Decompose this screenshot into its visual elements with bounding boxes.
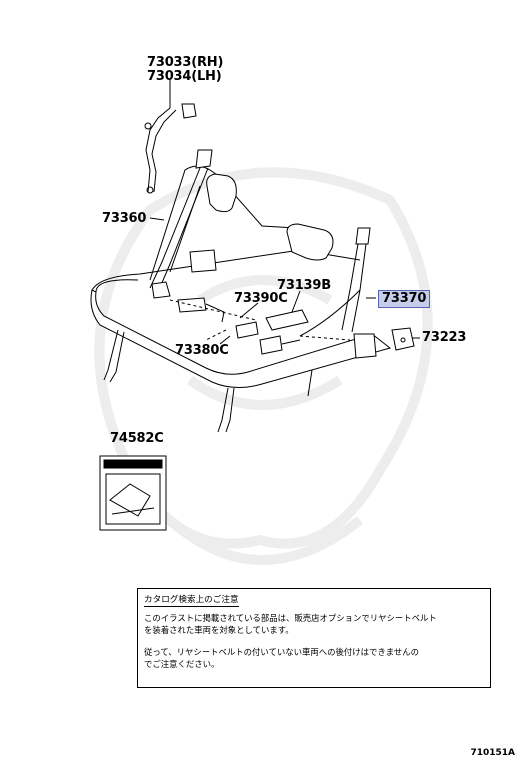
notice-line-2b: でご注意ください。: [144, 659, 220, 669]
part-label-73360[interactable]: 73360: [102, 211, 147, 226]
part-label-73139b[interactable]: 73139B: [277, 278, 331, 293]
seat-belts: [144, 103, 415, 359]
catalog-notice-box: カタログ検索上のご注意 このイラストに掲載されている部品は、販売店オプションでリ…: [137, 588, 491, 688]
part-label-73223[interactable]: 73223: [422, 330, 467, 345]
figure-id: 710151A: [470, 748, 515, 758]
notice-line-1b: を装着された車両を対象としています。: [144, 625, 294, 635]
part-label-73370[interactable]: 73370: [378, 290, 431, 308]
part-label-73033[interactable]: 73033(RH): [147, 55, 224, 70]
part-label-74582c[interactable]: 74582C: [110, 431, 164, 446]
notice-line-1a: このイラストに掲載されている部品は、販売店オプションでリヤシートベルト: [144, 613, 437, 623]
notice-paragraph-1: このイラストに掲載されている部品は、販売店オプションでリヤシートベルト を装着さ…: [144, 612, 484, 636]
part-label-73034[interactable]: 73034(LH): [147, 69, 222, 84]
part-label-73390c[interactable]: 73390C: [234, 291, 288, 306]
watermark-emblem: [94, 167, 433, 565]
notice-title: カタログ検索上のご注意: [144, 595, 239, 607]
label-card: [99, 455, 167, 531]
rear-seat: [90, 80, 420, 433]
notice-paragraph-2: 従って、リヤシートベルトの付いていない車両への後付けはできませんの でご注意くだ…: [144, 646, 484, 670]
notice-line-2a: 従って、リヤシートベルトの付いていない車両への後付けはできませんの: [144, 647, 420, 657]
part-label-73380c[interactable]: 73380C: [175, 343, 229, 358]
